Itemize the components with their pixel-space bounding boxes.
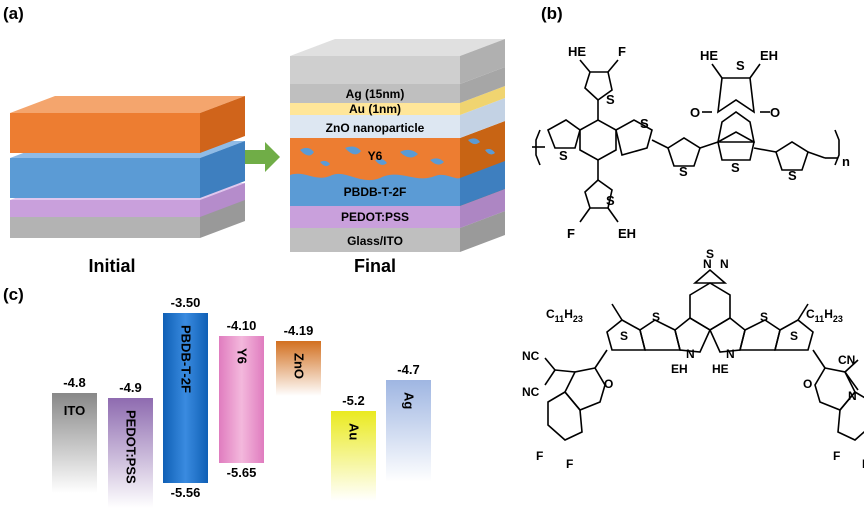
layer-pedot-label: PEDOT:PSS bbox=[341, 210, 409, 224]
layer-zno-label: ZnO nanoparticle bbox=[326, 121, 425, 135]
svg-text:C11H23: C11H23 bbox=[546, 307, 583, 324]
energy-layer-name: ITO bbox=[64, 403, 85, 418]
energy-layer-name: ZnO bbox=[292, 353, 307, 379]
energy-bar-ito bbox=[52, 393, 97, 493]
energy-bar-pedot-pss bbox=[108, 398, 153, 508]
layer-glass-label: Glass/ITO bbox=[347, 234, 403, 248]
svg-text:N: N bbox=[686, 347, 695, 361]
svg-text:S: S bbox=[736, 58, 745, 73]
energy-top-value: -4.19 bbox=[284, 323, 314, 338]
energy-layer-name: Y6 bbox=[235, 348, 250, 364]
c11h23-right-label: C11H23 bbox=[806, 307, 843, 324]
svg-text:NC: NC bbox=[522, 349, 540, 363]
c11h23-left-label: C11H23 bbox=[546, 307, 583, 324]
svg-text:HE: HE bbox=[712, 362, 729, 376]
svg-text:S: S bbox=[679, 164, 688, 179]
svg-text:F: F bbox=[566, 457, 573, 471]
svg-text:S: S bbox=[731, 160, 740, 175]
polymer-labels: HE F S HE EH S O O S S S S S n S F EH bbox=[559, 44, 850, 241]
svg-text:S: S bbox=[760, 310, 768, 324]
svg-text:O: O bbox=[803, 377, 812, 391]
svg-text:n: n bbox=[842, 154, 850, 169]
energy-bar-au bbox=[331, 411, 376, 501]
energy-top-value: -3.50 bbox=[171, 295, 201, 310]
energy-bottom-value: -5.56 bbox=[171, 485, 201, 500]
energy-layer-name: Ag bbox=[402, 392, 417, 409]
energy-bar-ag bbox=[386, 380, 431, 482]
energy-bottom-value: -5.65 bbox=[227, 465, 257, 480]
svg-text:N: N bbox=[703, 257, 712, 271]
svg-text:HE: HE bbox=[568, 44, 586, 59]
svg-text:O: O bbox=[770, 105, 780, 120]
energy-top-value: -4.10 bbox=[227, 318, 257, 333]
svg-text:S: S bbox=[559, 148, 568, 163]
svg-text:S: S bbox=[620, 329, 628, 343]
energy-bar-y6 bbox=[219, 336, 264, 463]
svg-text:F: F bbox=[618, 44, 626, 59]
polymer-structure bbox=[532, 59, 840, 223]
svg-text:S: S bbox=[606, 193, 615, 208]
layer-pbdb-label: PBDB-T-2F bbox=[344, 185, 407, 199]
right-arrow-icon bbox=[245, 142, 280, 172]
initial-stack bbox=[10, 96, 245, 238]
energy-bar-pbdb-t-2f bbox=[163, 313, 208, 483]
svg-text:N: N bbox=[720, 257, 729, 271]
svg-text:S: S bbox=[606, 92, 615, 107]
svg-text:EH: EH bbox=[618, 226, 636, 241]
final-stack bbox=[290, 39, 505, 252]
energy-layer-name: PEDOT:PSS bbox=[124, 410, 139, 484]
svg-text:N: N bbox=[726, 347, 735, 361]
y6-structure bbox=[544, 268, 864, 441]
layer-au-label: Au (1nm) bbox=[349, 102, 401, 116]
energy-layer-name: PBDB-T-2F bbox=[179, 325, 194, 393]
layer-ag-label: Ag (15nm) bbox=[346, 87, 405, 101]
svg-text:F: F bbox=[567, 226, 575, 241]
energy-bar-zno bbox=[276, 341, 321, 396]
energy-top-value: -4.9 bbox=[119, 380, 141, 395]
energy-top-value: -4.7 bbox=[397, 362, 419, 377]
layer-y6-label: Y6 bbox=[368, 149, 383, 163]
svg-text:S: S bbox=[640, 116, 649, 131]
final-label: Final bbox=[354, 256, 396, 276]
svg-text:S: S bbox=[788, 168, 797, 183]
panel-b-label: (b) bbox=[541, 4, 563, 23]
panel-c-label: (c) bbox=[3, 285, 24, 304]
svg-text:EH: EH bbox=[671, 362, 688, 376]
svg-text:EH: EH bbox=[760, 48, 778, 63]
initial-label: Initial bbox=[88, 256, 135, 276]
svg-text:S: S bbox=[652, 310, 660, 324]
energy-top-value: -4.8 bbox=[63, 375, 85, 390]
svg-text:CN: CN bbox=[838, 353, 855, 367]
panel-a-label: (a) bbox=[3, 4, 24, 23]
svg-text:S: S bbox=[706, 247, 714, 261]
svg-text:F: F bbox=[833, 449, 840, 463]
svg-text:N: N bbox=[848, 389, 857, 403]
energy-top-value: -5.2 bbox=[342, 393, 364, 408]
svg-text:HE: HE bbox=[700, 48, 718, 63]
svg-text:O: O bbox=[690, 105, 700, 120]
energy-layer-name: Au bbox=[347, 423, 362, 440]
svg-text:O: O bbox=[604, 377, 613, 391]
svg-text:S: S bbox=[790, 329, 798, 343]
svg-text:F: F bbox=[862, 457, 864, 471]
svg-text:NC: NC bbox=[522, 385, 540, 399]
svg-text:F: F bbox=[536, 449, 543, 463]
svg-text:C11H23: C11H23 bbox=[806, 307, 843, 324]
y6-labels: N S N C11H23 C11H23 S S S S N N EH HE NC… bbox=[522, 247, 864, 471]
